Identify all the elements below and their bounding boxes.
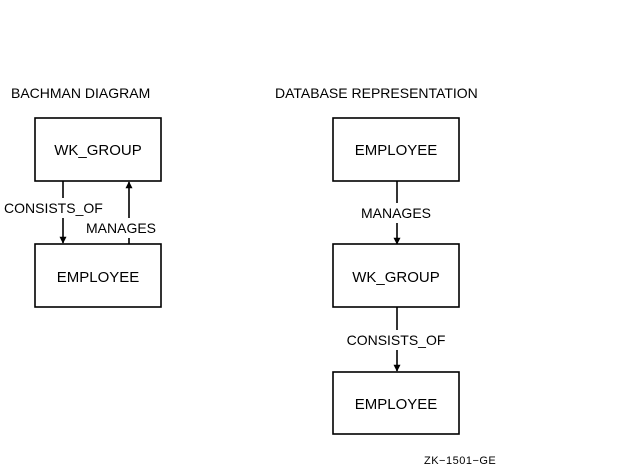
db-consists-of-edge: CONSISTS_OF [334, 307, 458, 372]
database-heading: DATABASE REPRESENTATION [275, 85, 478, 101]
bachman-wk-group-label: WK_GROUP [54, 142, 142, 159]
db-employee-label-top: EMPLOYEE [355, 142, 438, 159]
db-manages-label: MANAGES [361, 205, 431, 221]
db-employee-box-top: EMPLOYEE [332, 117, 460, 182]
bachman-consists-of-label: CONSISTS_OF [4, 200, 103, 216]
bachman-diagram: BACHMAN DIAGRAM WK_GROUP EMPLOYEE CONSIS… [2, 85, 170, 308]
db-wk-group-box: WK_GROUP [332, 243, 460, 308]
bachman-consists-of-edge: CONSISTS_OF [2, 181, 122, 244]
db-manages-edge: MANAGES [350, 181, 440, 245]
db-consists-of-label: CONSISTS_OF [347, 332, 446, 348]
db-employee-box-bottom: EMPLOYEE [332, 371, 460, 435]
bachman-heading: BACHMAN DIAGRAM [11, 85, 150, 101]
bachman-manages-label: MANAGES [86, 220, 156, 236]
database-representation: DATABASE REPRESENTATION EMPLOYEE MANAGES… [275, 85, 478, 435]
db-employee-label-bottom: EMPLOYEE [355, 396, 438, 413]
bachman-manages-edge: MANAGES [84, 181, 170, 244]
bachman-employee-box: EMPLOYEE [34, 243, 162, 308]
figure-id: ZK−1501−GE [424, 455, 496, 467]
bachman-employee-label: EMPLOYEE [57, 269, 140, 286]
db-wk-group-label: WK_GROUP [352, 269, 440, 286]
bachman-wk-group-box: WK_GROUP [34, 117, 162, 182]
